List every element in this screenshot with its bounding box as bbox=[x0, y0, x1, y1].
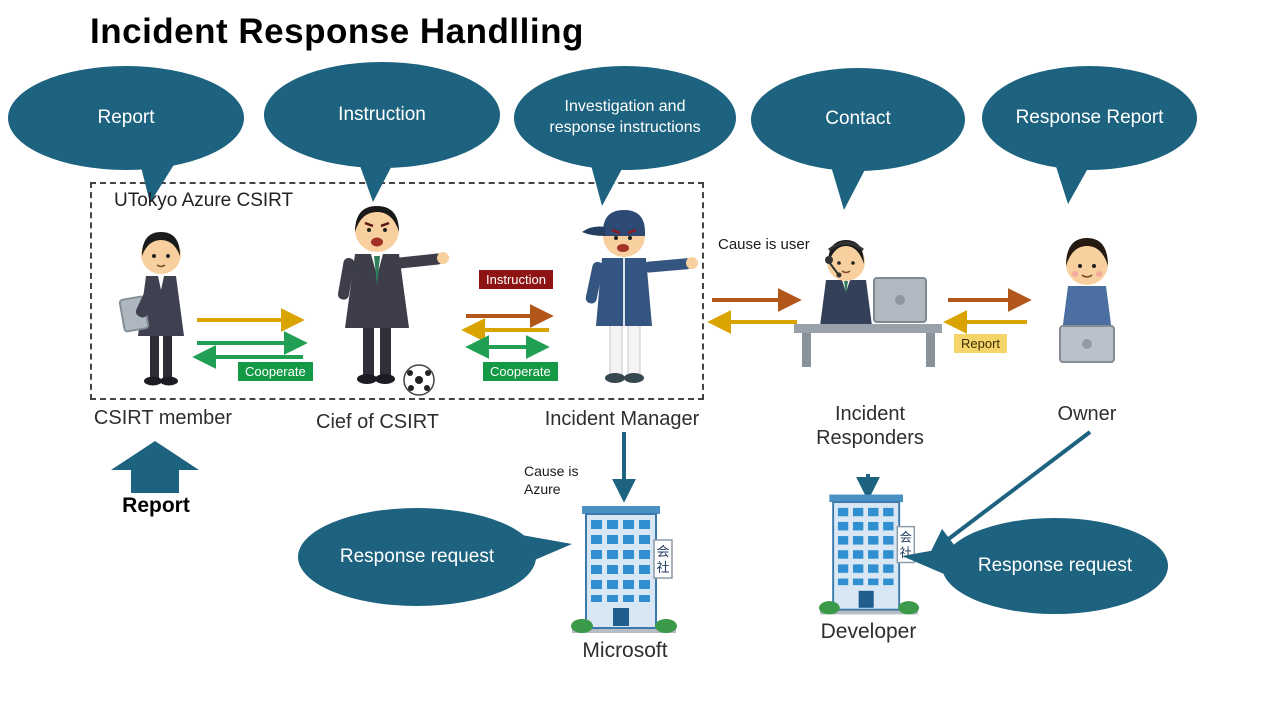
building-door bbox=[613, 608, 629, 626]
bush-icon bbox=[571, 619, 593, 633]
csirt-member-figure bbox=[118, 232, 184, 386]
bush-icon bbox=[818, 601, 840, 615]
cap-brim bbox=[582, 226, 605, 236]
response-request-bubble-microsoft: Response request bbox=[298, 508, 536, 606]
report-bubble: Report bbox=[8, 66, 244, 170]
building-door bbox=[858, 590, 874, 608]
cause-is-azure-note: Cause is Azure bbox=[524, 463, 579, 498]
svg-text:社: 社 bbox=[656, 560, 669, 575]
bush-icon bbox=[898, 601, 920, 615]
cooperate-badge-right: Cooperate bbox=[483, 362, 558, 381]
pointing-hand bbox=[686, 257, 698, 269]
developer-building: 会 社 bbox=[818, 494, 920, 615]
cause-is-user-note: Cause is user bbox=[718, 236, 810, 253]
headset-mic bbox=[836, 272, 842, 278]
developer-label: Developer bbox=[820, 620, 917, 643]
headset-band bbox=[828, 241, 864, 252]
chief-of-csirt-figure bbox=[337, 206, 449, 396]
cooperate-badge-left: Cooperate bbox=[238, 362, 313, 381]
response-request-bubble-developer: Response request bbox=[942, 518, 1168, 614]
headset-earcup bbox=[825, 256, 833, 264]
chief-label: Cief of CSIRT bbox=[316, 411, 439, 433]
report-badge: Report bbox=[954, 334, 1008, 353]
incident-responders-label: Incident Responders bbox=[816, 403, 924, 449]
csirt-group-label: UTokyo Azure CSIRT bbox=[114, 190, 294, 211]
svg-text:会: 会 bbox=[900, 531, 912, 545]
report-up-arrow bbox=[111, 441, 199, 493]
page-title: Incident Response Handlling bbox=[90, 12, 584, 51]
csirt-member-label: CSIRT member bbox=[93, 407, 233, 429]
incident-manager-figure bbox=[582, 210, 698, 383]
owner-figure bbox=[1059, 238, 1115, 363]
report-up-label: Report bbox=[122, 494, 190, 517]
response-report-bubble: Response Report bbox=[982, 66, 1197, 170]
owner-label: Owner bbox=[1057, 403, 1117, 425]
desk bbox=[794, 324, 942, 333]
pointing-hand bbox=[437, 252, 449, 264]
company-sign: 会 社 bbox=[653, 539, 673, 579]
microsoft-building: 会 社 bbox=[571, 506, 677, 633]
svg-text:会: 会 bbox=[656, 544, 669, 559]
instruction-bubble: Instruction bbox=[264, 62, 500, 168]
microsoft-label: Microsoft bbox=[582, 639, 668, 662]
bush-icon bbox=[655, 619, 677, 633]
investigation-bubble: Investigation and response instructions bbox=[514, 66, 736, 170]
contact-bubble: Contact bbox=[751, 68, 965, 171]
incident-manager-label: Incident Manager bbox=[544, 408, 700, 430]
cap-icon bbox=[603, 210, 645, 236]
soccer-ball-icon bbox=[403, 364, 435, 396]
incident-responders-figure bbox=[794, 240, 942, 367]
instruction-badge: Instruction bbox=[479, 270, 553, 289]
